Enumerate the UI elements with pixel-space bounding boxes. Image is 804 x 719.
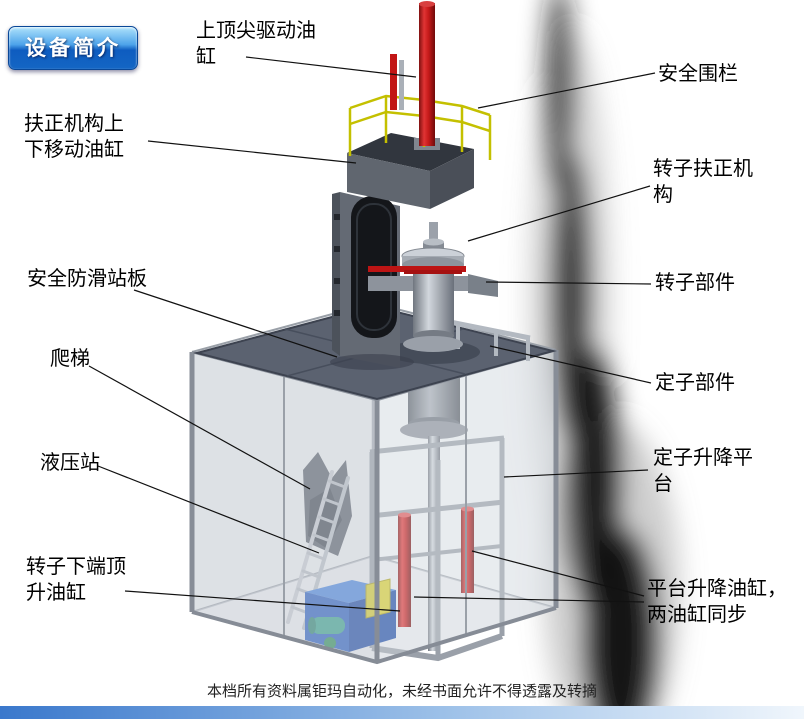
platform-lift-cylinders-red bbox=[398, 506, 474, 627]
leader-lines bbox=[88, 56, 656, 612]
label-safety-fence: 安全围栏 bbox=[658, 63, 738, 85]
label-hydraulic-station: 液压站 bbox=[40, 452, 100, 474]
stator-lift-platform-frame bbox=[369, 435, 505, 662]
label-ladder: 爬梯 bbox=[50, 348, 90, 370]
label-safety-antislip-platform: 安全防滑站板 bbox=[27, 268, 147, 290]
righting-clamp-red bbox=[368, 266, 466, 272]
bottom-bar bbox=[0, 706, 804, 719]
motor-cylinder bbox=[311, 617, 345, 634]
title-badge: 设备简介 bbox=[8, 26, 138, 70]
top-drive-cylinder-red bbox=[390, 1, 435, 146]
rotor-assembly bbox=[368, 222, 498, 352]
label-rotor-righting-mechanism: 转子扶正机构 bbox=[653, 158, 753, 206]
label-rotor-bottom-jack-cylinder: 转子下端顶升油缸 bbox=[26, 556, 126, 604]
footer-note: 本档所有资料属钜玛自动化，未经书面允许不得透露及转摘 bbox=[206, 684, 597, 700]
label-platform-lift-cylinders: 平台升降油缸，两油缸同步 bbox=[647, 578, 787, 626]
tower-head bbox=[347, 133, 474, 209]
label-stator-lift-platform: 定子升降平台 bbox=[653, 447, 753, 495]
label-top-center-drive-cylinder: 上顶尖驱动油缸 bbox=[196, 20, 316, 68]
platform-right-frame bbox=[449, 319, 531, 361]
label-stator-component: 定子部件 bbox=[655, 372, 735, 394]
smoke-shadow bbox=[528, 0, 680, 719]
label-rotor-component: 转子部件 bbox=[655, 272, 735, 294]
title-badge-label: 设备简介 bbox=[25, 36, 121, 60]
label-righting-updown-cylinder: 扶正机构上下移动油缸 bbox=[24, 113, 124, 161]
